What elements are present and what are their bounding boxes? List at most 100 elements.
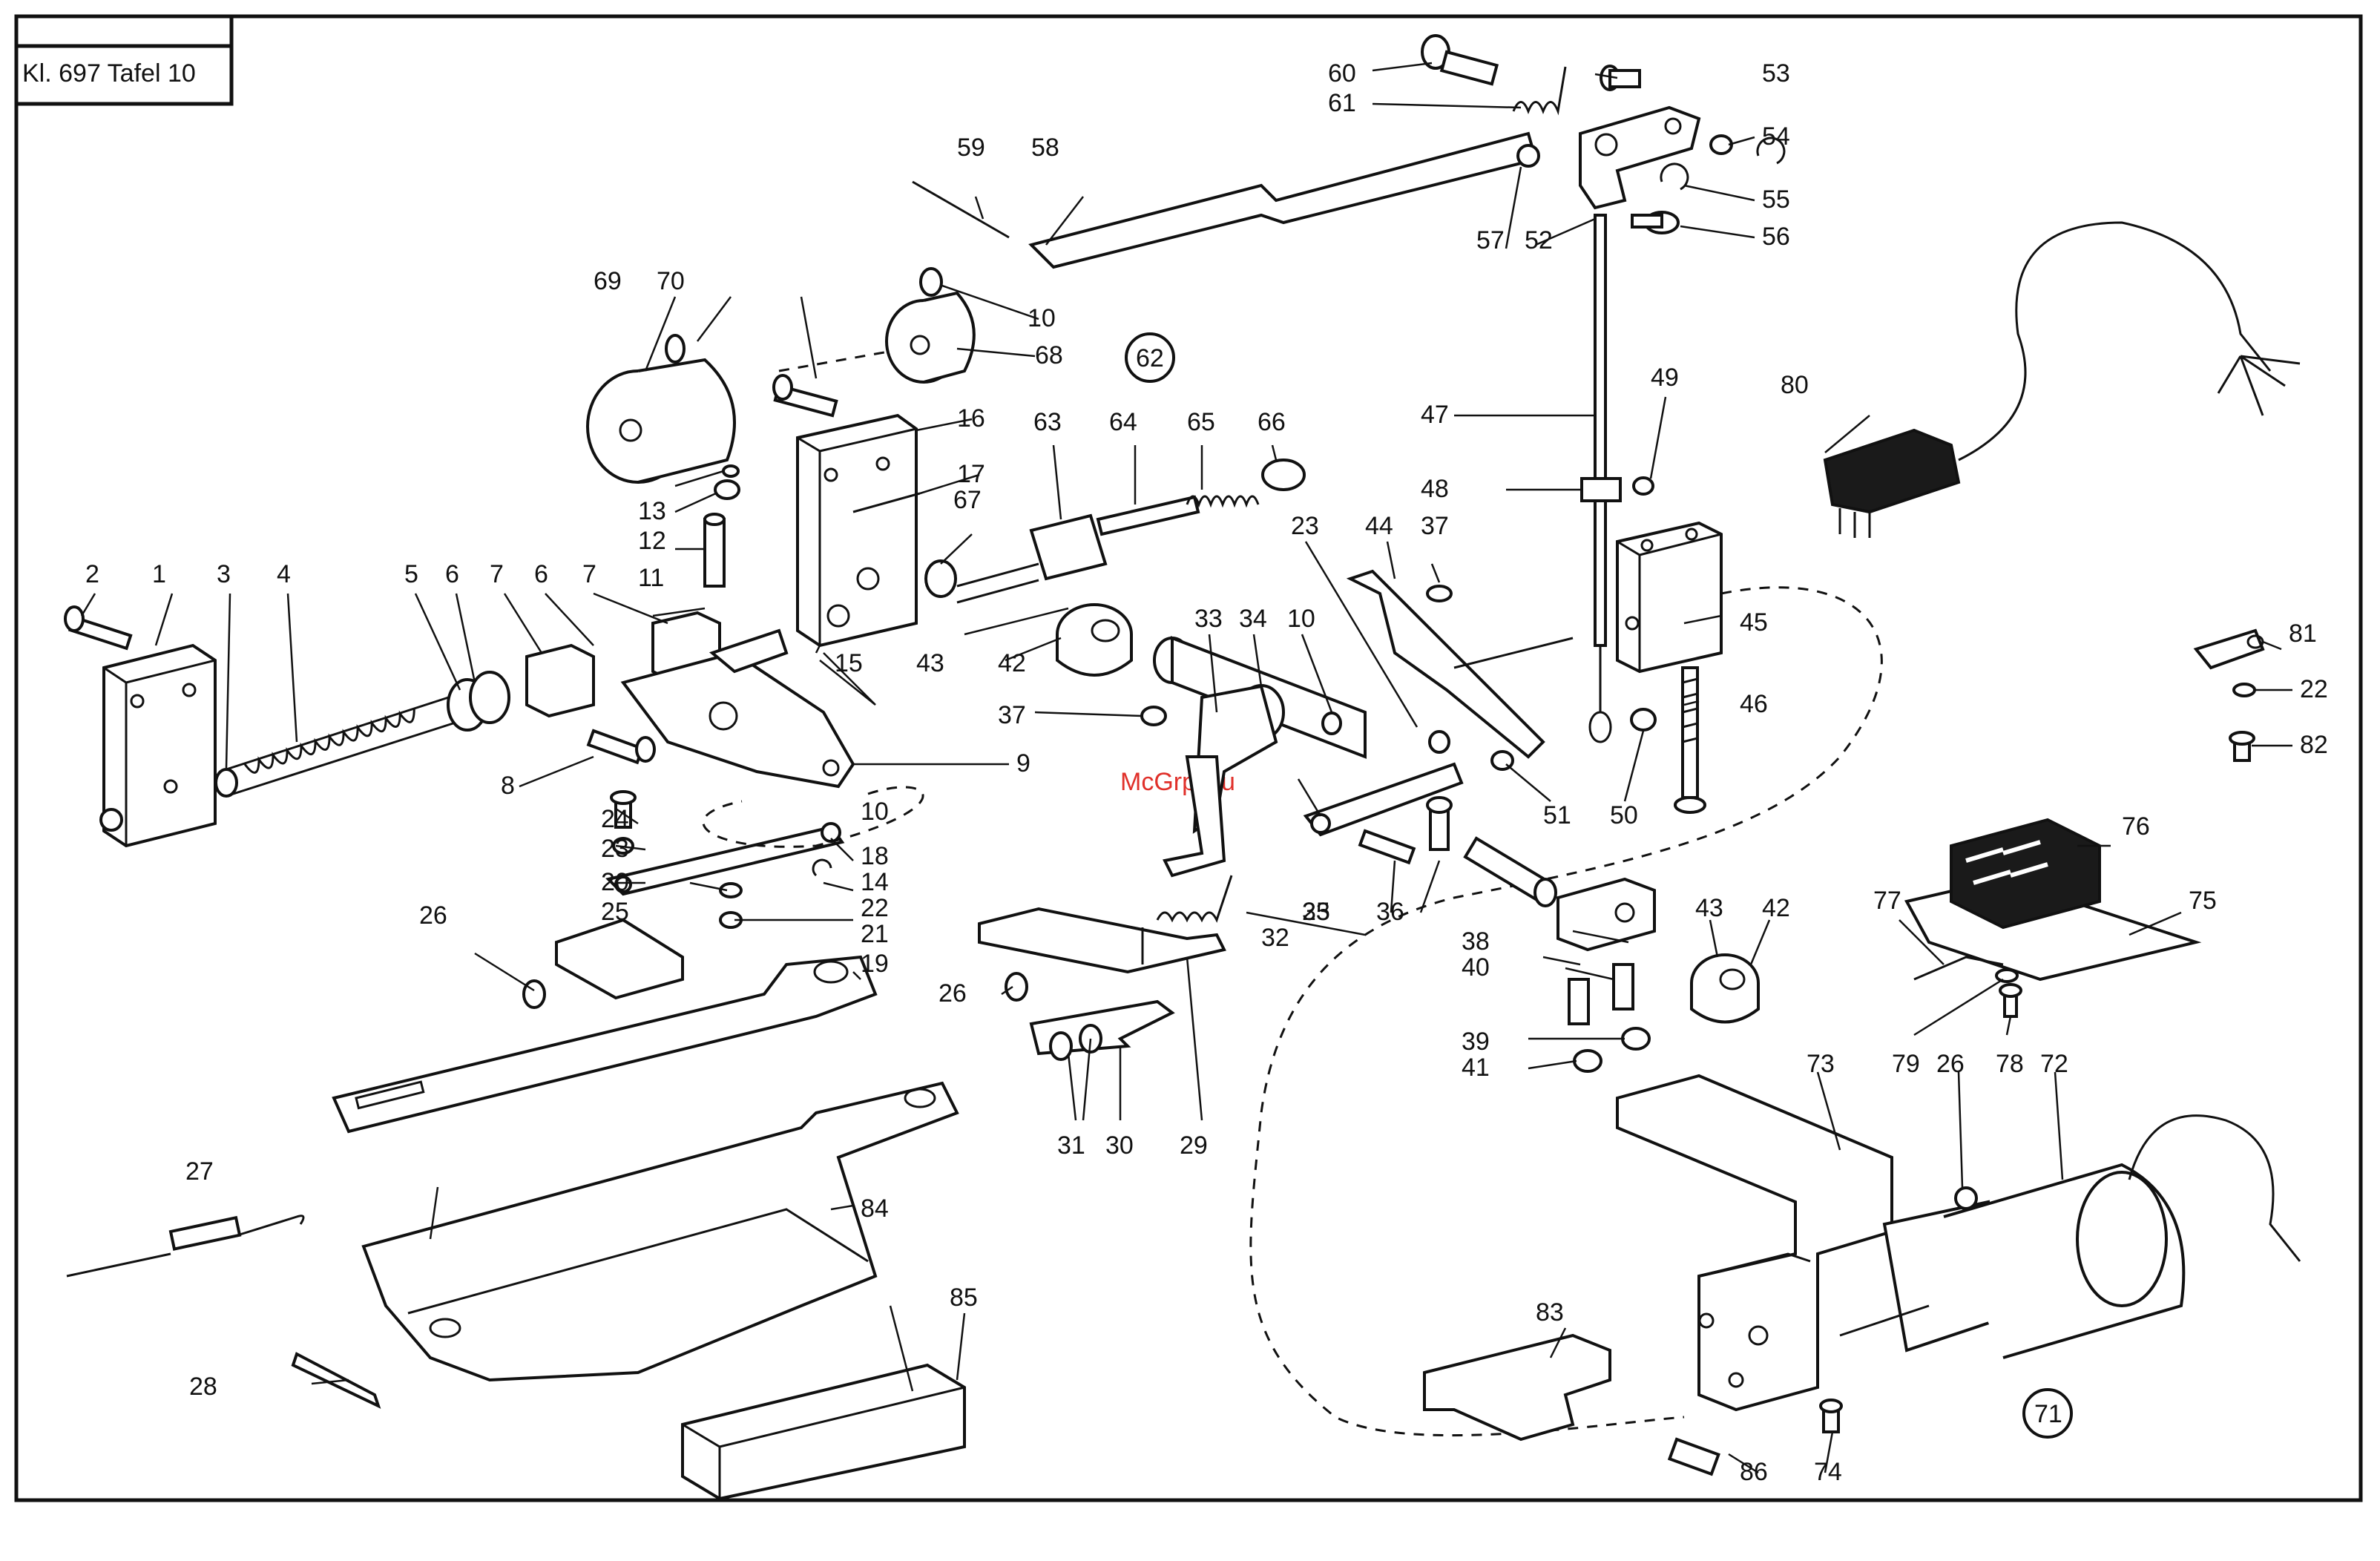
part-85-felt-pad [681,1363,966,1501]
part-10b-setscrew [1321,712,1342,735]
label-16: 16 [957,404,985,433]
title-text: Kl. 697 Tafel 10 [22,59,196,88]
dashed-shaft-link [778,347,906,372]
part-56-screw [1631,211,1680,234]
label-66: 66 [1258,408,1286,436]
part-2b-screw [772,374,838,418]
label-39: 39 [1462,1028,1490,1056]
label-74: 74 [1814,1458,1842,1486]
label-77: 77 [1873,887,1901,915]
part-10-setscrew [919,267,943,297]
part-49-screw [1632,476,1654,496]
label-79: 79 [1892,1050,1920,1078]
label-19: 19 [861,950,889,978]
part-67-nut [924,559,957,598]
part-8-screw [586,729,656,765]
leader-lines [80,62,2292,1474]
label-71: 71 [2034,1400,2062,1428]
label-43b: 43 [1695,894,1723,922]
part-19-bar [332,955,878,1134]
label-86: 86 [1740,1458,1768,1486]
label-51: 51 [1543,801,1571,829]
part-62-callout [1125,332,1175,383]
part-55-clip [1660,137,1786,191]
label-15: 15 [835,649,863,677]
part-14-clip [812,858,832,877]
label-43a: 43 [916,649,944,677]
part-41-nut [1573,1049,1602,1073]
part-69-coupling [586,358,736,484]
part-31-screws [1049,1031,1073,1061]
title-box: Kl. 697 Tafel 10 [14,14,234,106]
label-40: 40 [1462,953,1490,982]
part-37-nut [1140,706,1167,726]
label-59: 59 [957,134,985,162]
part-36-screw [1426,796,1453,851]
label-7a: 7 [490,560,504,588]
part-2-screw [64,605,133,651]
part-54-screw [1709,134,1733,155]
label-23b: 23 [1291,512,1319,540]
label-14: 14 [861,868,889,896]
part-17-pin [852,492,921,513]
label-10b: 10 [861,798,889,826]
label-81: 81 [2289,620,2317,648]
label-31: 31 [1057,1131,1085,1160]
part-37b-nut [1426,585,1453,602]
label-3: 3 [217,560,231,588]
part-26c-screw [1954,1186,1978,1210]
part-25-block [555,918,684,1000]
part-52-bracket [1579,105,1701,210]
part-77-insulator [1913,956,2004,981]
label-46: 46 [1740,690,1768,718]
label-20: 20 [601,868,629,896]
part-60-spring-stud [1421,34,1499,86]
label-83: 83 [1536,1298,1564,1327]
label-58: 58 [1031,134,1059,162]
label-18: 18 [861,842,889,870]
label-23a: 23 [601,835,629,863]
label-10a: 10 [1028,304,1056,332]
dashed-outline-center [1249,586,1883,1437]
part-70-setscrew [665,334,686,364]
label-26c: 26 [1936,1050,1965,1078]
label-70: 70 [657,267,685,295]
part-12-13-nuts [714,464,740,500]
label-4: 4 [277,560,291,588]
label-9: 9 [1016,749,1030,778]
label-41: 41 [1462,1054,1490,1082]
part-74-screw [1819,1399,1843,1433]
label-68: 68 [1035,341,1063,369]
label-65: 65 [1187,408,1215,436]
part-66-cap [1261,459,1306,491]
label-25: 25 [601,898,629,926]
label-30: 30 [1105,1131,1134,1160]
part-24-screw [610,790,637,829]
label-63: 63 [1033,408,1062,436]
drawing-frame [14,14,2363,1502]
label-27: 27 [185,1157,214,1186]
part-16-block [796,413,918,648]
part-83-bracket [1423,1333,1611,1442]
label-61: 61 [1328,89,1356,117]
label-54: 54 [1762,122,1790,151]
label-53: 53 [1762,59,1790,88]
part-80-plug [1823,221,2301,538]
label-1: 1 [152,560,166,588]
label-62: 62 [1136,344,1164,372]
label-6b: 6 [534,560,548,588]
label-48: 48 [1421,475,1449,503]
part-79-washer [1995,968,2019,983]
label-85: 85 [950,1284,978,1312]
part-53-stud [1600,65,1641,91]
label-23c: 23 [1302,898,1330,926]
part-84-trough [361,1081,959,1382]
part-86-setscrew [1667,1437,1720,1476]
part-32-spring [1156,875,1233,923]
label-82: 82 [2300,731,2328,759]
part-46-bolt [1674,666,1706,814]
part-40-setscrews [1568,963,1634,1025]
label-80: 80 [1781,371,1809,399]
part-27-spring [66,1215,305,1278]
part-28-pin [291,1352,381,1409]
